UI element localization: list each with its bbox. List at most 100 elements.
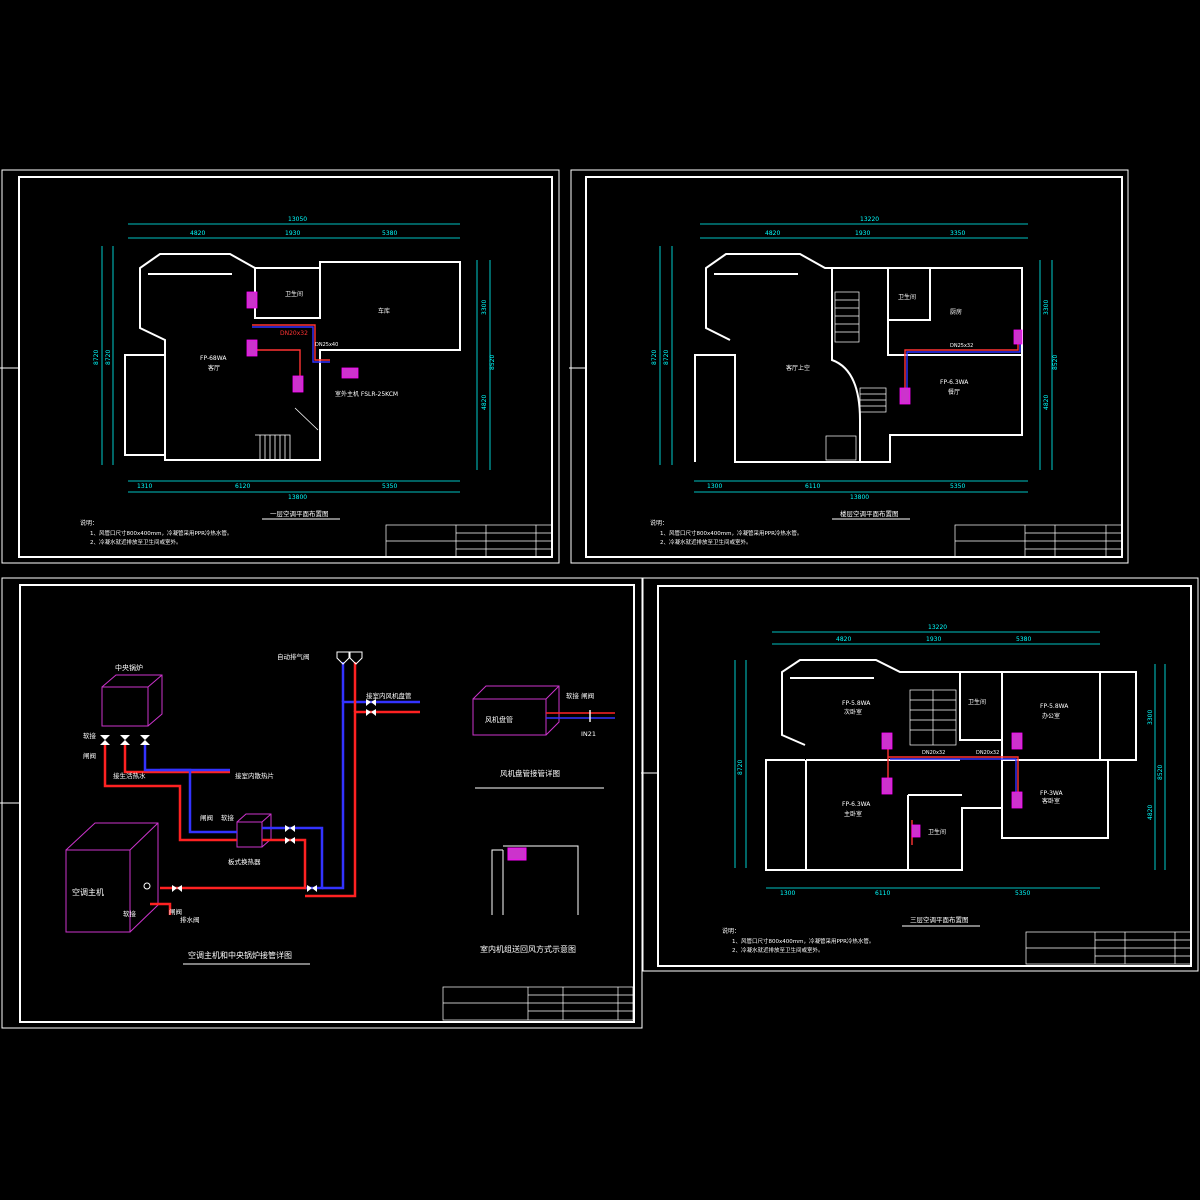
- s4-note-title: 说明：: [722, 927, 740, 935]
- dhw-label: 接生活热水: [113, 771, 146, 780]
- s4-dim-bottom-c: 5350: [1015, 890, 1030, 897]
- sheet-1-dimensions: [101, 223, 491, 493]
- s2-dim-b: 1930: [855, 230, 870, 237]
- s4-note-2: 2、冷凝水就近排放至卫生间或室外。: [732, 946, 824, 954]
- s1-dim-b: 1930: [285, 230, 300, 237]
- s4-unit-2: FP-5.8WA: [1040, 703, 1069, 710]
- sheet-2: 13220 4820 1930 3350 1300 6110 13800 535…: [569, 169, 1129, 564]
- s4-dim-right-a: 3300: [1147, 710, 1154, 725]
- s2-dim-left2: 8720: [663, 350, 670, 365]
- s4-pipe-label-a: DN20x32: [922, 750, 945, 756]
- s2-dim-bottom-a: 1300: [707, 483, 722, 490]
- s4-fcu-icons: [881, 732, 1023, 838]
- s1-dim-left2: 8720: [105, 350, 112, 365]
- s4-dim-c: 5380: [1016, 636, 1031, 643]
- sheet-2-dimensions: [659, 223, 1053, 493]
- s2-room-living: 客厅上空: [786, 364, 810, 372]
- s1-unit-label: FP-68WA: [200, 355, 227, 362]
- s4-note-1: 1、风管口尺寸800x400mm，冷凝管采用PPR冷热水管。: [732, 937, 874, 945]
- s1-pipe-label-b: DN25x40: [315, 342, 338, 348]
- s1-dim-bottom-d: 5350: [382, 483, 397, 490]
- sheet-4-dimensions: [734, 631, 1166, 889]
- s1-dim-right-b: 8520: [489, 355, 496, 370]
- exchanger-box: [236, 813, 272, 848]
- s1-fcu-icons: [246, 291, 359, 393]
- s4-dim-bottom-a: 1300: [780, 890, 795, 897]
- host-box: [65, 822, 159, 933]
- s1-dim-c: 5380: [382, 230, 397, 237]
- fcu-label: 风机盘管: [485, 715, 513, 724]
- s2-dim-bottom-d: 5350: [950, 483, 965, 490]
- s2-dim-c: 3350: [950, 230, 965, 237]
- s1-dim-right-c: 4820: [481, 395, 488, 410]
- s1-outdoor-unit: 室外主机 FSLR-25KCM: [335, 390, 398, 398]
- auto-vent-label: 自动排气阀: [277, 652, 310, 661]
- s1-stair: [255, 407, 319, 460]
- boiler-label: 中央锅炉: [115, 663, 143, 672]
- s4-unit-1: FP-5.8WA: [842, 700, 871, 707]
- fcu-pipes: [546, 710, 615, 722]
- fcu-box: [472, 685, 560, 736]
- s2-note-2: 2、冷凝水就近排放至卫生间或室外。: [660, 538, 752, 546]
- s4-dim-bottom-b: 6110: [875, 890, 890, 897]
- s1-room-living: 客厅: [208, 364, 220, 372]
- s2-dim-total: 13220: [860, 216, 879, 223]
- soft-label-3: 软接: [123, 909, 137, 918]
- s2-room-kitchen: 厨房: [950, 308, 962, 316]
- sheet-4-walls: [765, 659, 1137, 871]
- s4-unit-4: FP-3WA: [1040, 790, 1064, 797]
- s4-pipe-label-b: DN20x32: [976, 750, 999, 756]
- s1-pipes: [252, 324, 330, 380]
- soft-label-1: 软接: [83, 731, 97, 740]
- s1-dim-bottom-b: 6120: [235, 483, 250, 490]
- fcu-in-label: IN21: [581, 730, 596, 738]
- supply-title: 室内机组送回风方式示意图: [480, 944, 576, 954]
- s2-title: 楼层空调平面布置图: [840, 509, 899, 518]
- s4-dim-right-c: 4820: [1147, 805, 1154, 820]
- s1-title: 一层空调平面布置图: [270, 509, 329, 518]
- valve-label-3: 闸阀: [169, 907, 182, 916]
- s2-stairs: [825, 291, 887, 461]
- s4-dim-b: 1930: [926, 636, 941, 643]
- s2-fcu-icons: [899, 329, 1023, 405]
- s4-title: 三层空调平面布置图: [910, 915, 969, 924]
- s2-room-bath: 卫生间: [898, 293, 916, 301]
- s4-room-r4: 客卧室: [1042, 797, 1060, 805]
- s3-main-title: 空调主机和中央锅炉接管详图: [188, 950, 292, 960]
- sheet-2-walls: [694, 253, 1023, 463]
- s1-dim-bottom-a: 1310: [137, 483, 152, 490]
- host-label: 空调主机: [72, 887, 104, 897]
- s2-dim-right-a: 3300: [1043, 300, 1050, 315]
- s2-dim-bottom-b: 6110: [805, 483, 820, 490]
- s3-title-block: [442, 986, 634, 1021]
- s1-pipe-label-a: DN20x32: [280, 330, 308, 337]
- s4-room-r3: 主卧室: [844, 810, 862, 818]
- s1-note-title: 说明：: [80, 519, 98, 527]
- supply-diagram: [491, 845, 579, 915]
- s4-dim-left: 8720: [737, 760, 744, 775]
- supply-fcu-icon: [507, 847, 527, 861]
- s4-room-r1: 次卧室: [844, 708, 862, 716]
- sheet-1: 13050 4820 1930 5380 1310 6120 13800 535…: [0, 169, 560, 564]
- s2-unit-label: FP-6.3WA: [940, 379, 969, 386]
- s4-stair: [909, 689, 957, 746]
- fcu-soft-label: 软接 闸阀: [566, 691, 594, 700]
- s1-dim-right-a: 3300: [481, 300, 488, 315]
- s1-dim-bottom-c: 13800: [288, 494, 307, 501]
- s2-dim-a: 4820: [765, 230, 780, 237]
- s4-room-r2: 办公室: [1042, 712, 1060, 720]
- valve-label-1: 闸阀: [83, 751, 96, 760]
- valve-label-2: 闸阀: [200, 813, 213, 822]
- s2-dim-right-b: 8520: [1052, 355, 1059, 370]
- s4-room-bath2: 卫生间: [928, 828, 946, 836]
- s4-dim-a: 4820: [836, 636, 851, 643]
- s1-dim-total: 13050: [288, 216, 307, 223]
- boiler-box: [101, 674, 163, 727]
- exchanger-label: 板式换热器: [228, 857, 261, 866]
- s1-note-2: 2、冷凝水就近排放至卫生间或室外。: [90, 538, 182, 546]
- s2-pipe-label: DN25x32: [950, 343, 973, 349]
- s3-valve-icons: [100, 699, 376, 892]
- s4-dim-total: 13220: [928, 624, 947, 631]
- s4-dim-right-b: 8520: [1157, 765, 1164, 780]
